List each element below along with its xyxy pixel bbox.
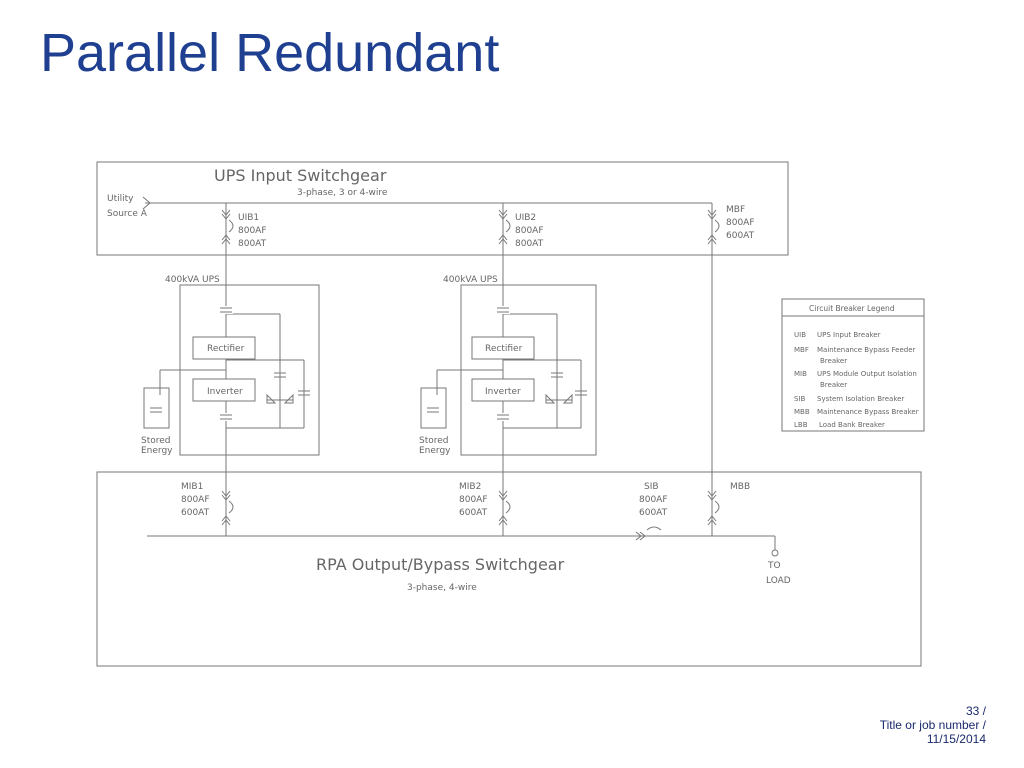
legend-desc: Load Bank Breaker [819,421,885,429]
legend-desc: System Isolation Breaker [817,395,904,403]
source-label: Source A [107,209,148,219]
rectifier-box [471,336,535,360]
legend-code: LBB [794,421,808,429]
inverter-box [192,378,256,402]
input-switchgear-box [96,161,789,256]
legend-desc: UPS Input Breaker [817,331,881,339]
output-switchgear-box [96,471,922,667]
uib1-trip: 800AT [238,239,267,249]
legend-desc: UPS Module Output Isolation [817,370,917,378]
output-switchgear-subtitle: 3-phase, 4-wire [407,583,477,593]
footer-page-number: 33 / [965,704,986,718]
footer-job-title: Title or job number / [879,718,986,732]
legend-desc: Maintenance Bypass Breaker [817,408,919,416]
legend-title: Circuit Breaker Legend [809,304,895,313]
ups1-stored-label: Stored [141,436,171,446]
sib-trip: 600AT [639,508,668,518]
legend-desc: Breaker [820,381,847,389]
output-switchgear-title: RPA Output/Bypass Switchgear [316,555,565,574]
footer-date: 11/15/2014 [926,732,986,746]
rectifier-box [192,336,256,360]
ups2-rectifier-label: Rectifier [485,344,523,354]
mbf-name: MBF [726,205,745,215]
mib1-frame: 800AF [181,495,210,505]
ups2-energy-label: Energy [419,446,451,456]
ups1-label: 400kVA UPS [165,275,220,285]
input-switchgear-title: UPS Input Switchgear [214,166,387,185]
legend-code: MBF [794,346,809,354]
legend-code: MIB [794,370,807,378]
ups2-stored-label: Stored [419,436,449,446]
ups2-inverter-label: Inverter [485,387,521,397]
uib2-name: UIB2 [515,213,536,223]
slide-title: Parallel Redundant [40,23,500,83]
ups1-energy-label: Energy [141,446,173,456]
battery-box [143,387,170,429]
uib1-name: UIB1 [238,213,259,223]
legend-code: SIB [794,395,806,403]
inverter-box [471,378,535,402]
legend-code: MBB [794,408,810,416]
mib1-name: MIB1 [181,482,203,492]
mib2-name: MIB2 [459,482,481,492]
sib-name: SIB [644,482,659,492]
ups1-rectifier-label: Rectifier [207,344,245,354]
mib2-frame: 800AF [459,495,488,505]
ups1-inverter-label: Inverter [207,387,243,397]
uib2-trip: 800AT [515,239,544,249]
mbf-frame: 800AF [726,218,755,228]
load-label: LOAD [766,576,791,586]
uib1-frame: 800AF [238,226,267,236]
uib2-frame: 800AF [515,226,544,236]
load-to-label: TO [767,561,781,571]
mib1-trip: 600AT [181,508,210,518]
sib-frame: 800AF [639,495,668,505]
mbf-trip: 600AT [726,231,755,241]
legend-desc: Maintenance Bypass Feeder [817,346,916,354]
mbb-name: MBB [730,482,750,492]
input-switchgear-subtitle: 3-phase, 3 or 4-wire [297,188,388,198]
utility-label: Utility [107,194,134,204]
legend-box [781,298,925,432]
mib2-trip: 600AT [459,508,488,518]
legend-code: UIB [794,331,806,339]
battery-box [420,387,447,429]
ups2-label: 400kVA UPS [443,275,498,285]
legend-desc: Breaker [820,357,847,365]
